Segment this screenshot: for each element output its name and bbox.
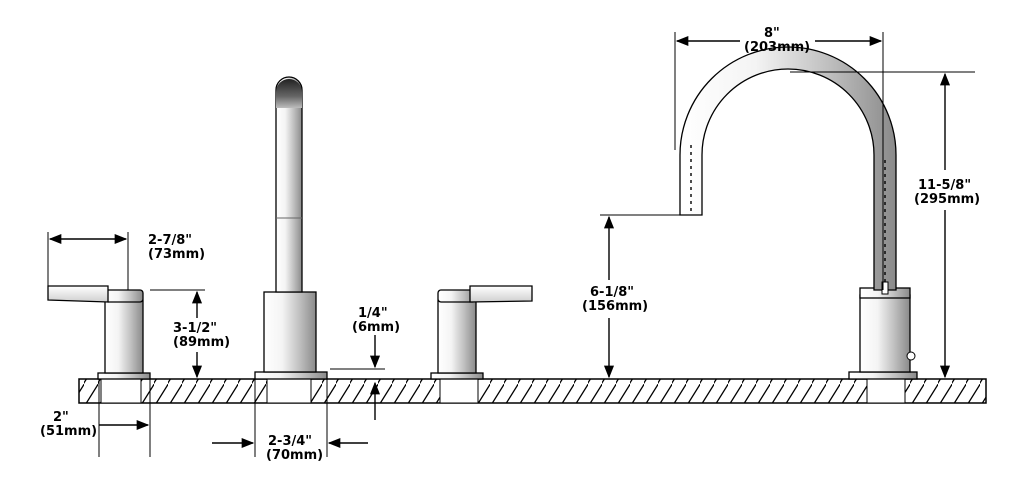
- lever-reach-imperial: 2-7/8": [148, 233, 192, 248]
- deck-thickness-metric: (6mm): [352, 320, 400, 335]
- dim-spout-clearance: 6-1/8" (156mm): [582, 214, 680, 379]
- gooseneck-spout: [679, 46, 918, 380]
- dim-spout-base: 2-3/4" (70mm): [212, 379, 368, 463]
- countertop-deck: [78, 378, 987, 404]
- handle-height-imperial: 3-1/2": [173, 321, 217, 336]
- base-diameter-imperial: 2": [53, 410, 69, 425]
- dim-spout-reach: 8" (203mm): [674, 26, 884, 290]
- spout-clearance-metric: (156mm): [582, 299, 648, 314]
- dim-handle-height: 3-1/2" (89mm): [150, 289, 230, 379]
- spout-reach-imperial: 8": [764, 26, 780, 41]
- left-handle: [47, 285, 151, 380]
- dim-deck-thickness: 1/4" (6mm): [330, 306, 400, 420]
- handle-height-metric: (89mm): [173, 335, 230, 350]
- spout-base-metric: (70mm): [266, 448, 323, 463]
- center-spout-lever: [254, 76, 328, 380]
- dim-base-diameter: 2" (51mm): [40, 379, 151, 457]
- base-diameter-metric: (51mm): [40, 424, 97, 439]
- spout-clearance-imperial: 6-1/8": [590, 285, 634, 300]
- dim-lever-reach: 2-7/8" (73mm): [47, 232, 205, 290]
- right-handle: [430, 285, 533, 380]
- spout-base-imperial: 2-3/4": [268, 434, 312, 449]
- spout-reach-metric: (203mm): [744, 40, 810, 55]
- overall-height-metric: (295mm): [914, 192, 980, 207]
- overall-height-imperial: 11-5/8": [918, 178, 971, 193]
- deck-thickness-imperial: 1/4": [358, 306, 388, 321]
- dim-overall-height: 11-5/8" (295mm): [790, 71, 980, 379]
- lever-reach-metric: (73mm): [148, 247, 205, 262]
